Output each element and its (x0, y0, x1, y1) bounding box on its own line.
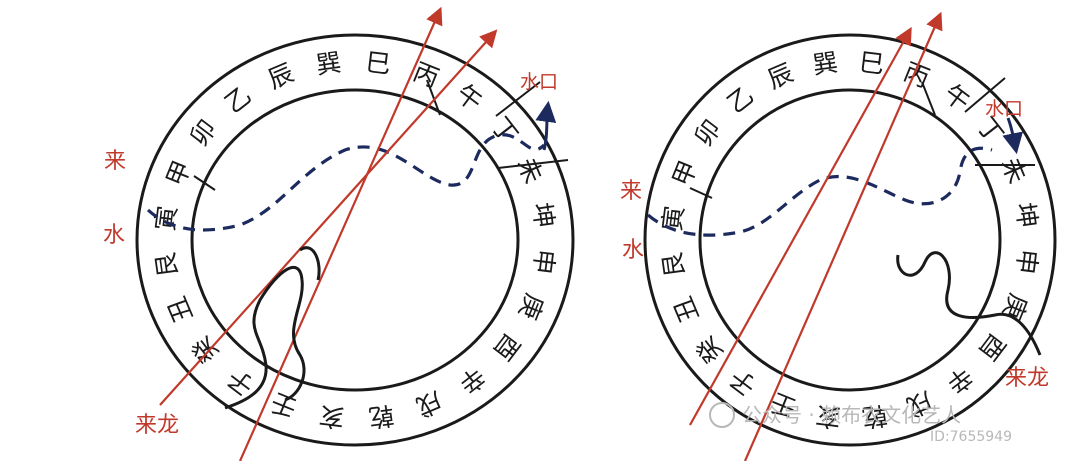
dragon-ridge-line (299, 246, 321, 281)
ring-direction-7: 卯 (689, 114, 727, 151)
inner-ring-circle (698, 88, 1002, 392)
ring-direction-4: 艮 (658, 250, 690, 279)
ring-direction-15: 未 (996, 153, 1032, 187)
watermark: 公众号 · 赖布衣文化艺人 ID:7655949 (709, 402, 1012, 445)
ring-direction-14: 丁 (486, 112, 524, 150)
ring-direction-18: 庚 (513, 290, 549, 324)
sector-tick (426, 79, 441, 116)
ring-direction-23: 亥 (814, 401, 842, 433)
ring-direction-2: 癸 (186, 331, 224, 369)
watermark-text: 公众号 · 赖布衣文化艺人 (742, 403, 961, 427)
incoming-dragon-label: 来龙 (135, 413, 179, 438)
ring-direction-8: 乙 (722, 81, 760, 119)
sector-tick (689, 187, 713, 199)
ring-direction-6: 甲 (161, 156, 197, 190)
sector-tick (497, 159, 569, 169)
ring-direction-17: 申 (528, 248, 560, 276)
outer-ring-circle (643, 33, 1057, 447)
incoming-water-label-1: 来 (104, 149, 126, 174)
ring-direction-17: 申 (1011, 248, 1043, 276)
ring-direction-6: 甲 (667, 156, 703, 190)
ring-direction-16: 坤 (1010, 201, 1042, 230)
ring-direction-20: 辛 (453, 361, 491, 399)
incoming-water-label-2: 水 (622, 238, 644, 263)
ring-direction-7: 卯 (184, 114, 222, 151)
water-course-line (646, 146, 993, 237)
water-outlet-label: 水口 (985, 98, 1023, 120)
ring-direction-4: 艮 (151, 250, 183, 279)
water-exit-arrow (535, 100, 557, 151)
sector-tick (921, 81, 936, 116)
ring-direction-3: 丑 (668, 292, 704, 326)
watermark-id: ID:7655949 (930, 429, 1012, 445)
axis-line (159, 29, 498, 406)
dragon-ridge-line (896, 251, 1042, 356)
direction-ring: 壬子癸丑艮寅甲卯乙辰巽巳丙午丁未坤申庚酉辛戌乾亥 (150, 47, 559, 432)
dragon-ridge-line (224, 266, 306, 410)
wechat-icon (709, 402, 735, 428)
incoming-water-label-1: 来 (620, 179, 642, 204)
ring-direction-13: 午 (451, 79, 488, 117)
diagram-left: 壬子癸丑艮寅甲卯乙辰巽巳丙午丁未坤申庚酉辛戌乾亥 来 水 水口 来龙 (103, 6, 575, 461)
ring-direction-5: 寅 (150, 204, 182, 232)
ring-direction-11: 巳 (858, 47, 886, 79)
sector-tick (495, 81, 541, 117)
ring-direction-11: 巳 (364, 47, 392, 79)
ring-direction-19: 酉 (488, 328, 526, 365)
ring-direction-21: 戌 (412, 386, 446, 422)
water-course-line (146, 133, 546, 232)
sector-tick (964, 77, 1006, 113)
axis-line (743, 11, 943, 461)
ring-direction-1: 子 (724, 363, 761, 401)
sector-tick (193, 175, 216, 191)
ring-direction-23: 亥 (318, 401, 346, 433)
ring-direction-12: 丙 (900, 57, 934, 93)
axis-line (238, 6, 443, 461)
ring-direction-22: 乾 (860, 400, 889, 432)
diagram-right: 壬子癸丑艮寅甲卯乙辰巽巳丙午丁未坤申庚酉辛戌乾亥 来 水 水口 来龙 (620, 11, 1057, 461)
water-exit-arrow (1002, 117, 1024, 155)
ring-direction-19: 酉 (973, 328, 1011, 365)
ring-direction-12: 丙 (409, 57, 443, 93)
ring-direction-8: 乙 (219, 81, 257, 119)
ring-direction-2: 癸 (691, 331, 729, 369)
water-outlet-label: 水口 (520, 71, 558, 93)
ring-direction-22: 乾 (367, 400, 396, 432)
ring-direction-3: 丑 (162, 292, 198, 326)
ring-direction-15: 未 (512, 153, 548, 187)
ring-direction-9: 辰 (763, 58, 797, 94)
incoming-dragon-label: 来龙 (1005, 366, 1049, 391)
ring-direction-10: 巽 (811, 48, 840, 80)
ring-direction-16: 坤 (527, 201, 559, 230)
inner-ring-circle (190, 88, 520, 392)
axis-line (689, 26, 912, 426)
ring-direction-9: 辰 (264, 58, 298, 94)
outer-ring-circle (135, 33, 575, 447)
ring-direction-10: 巽 (314, 48, 343, 80)
ring-direction-20: 辛 (941, 361, 979, 399)
incoming-water-label-2: 水 (103, 223, 125, 248)
ring-direction-13: 午 (938, 79, 975, 117)
